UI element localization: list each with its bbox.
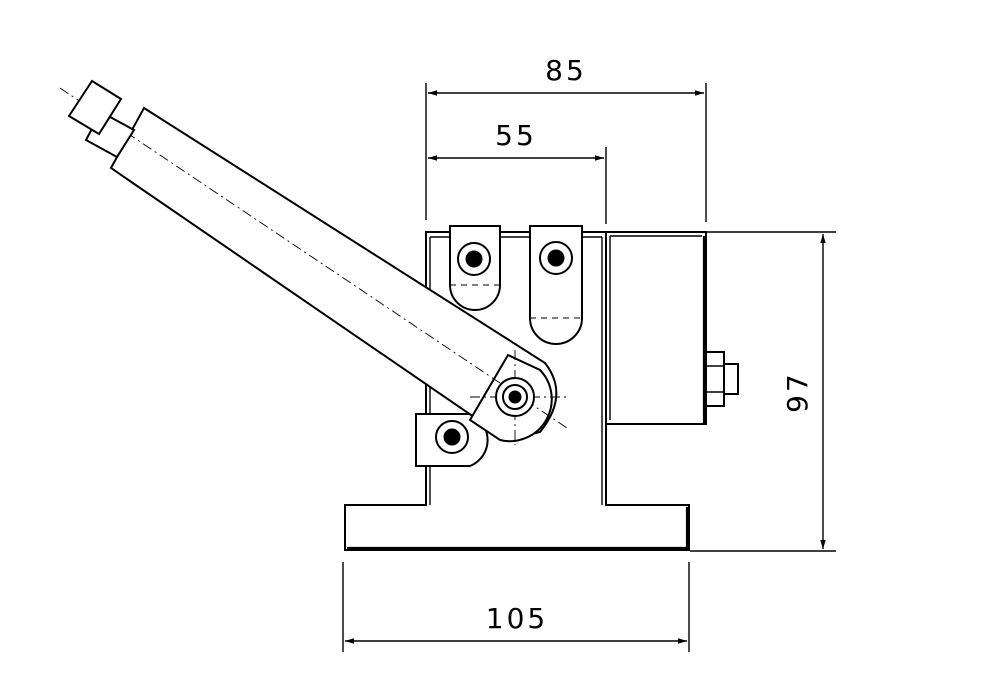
dimension-105: 105: [342, 562, 690, 652]
bolt-socket: [465, 250, 483, 268]
bolt-socket: [443, 428, 461, 446]
dimension-55-label: 55: [495, 119, 537, 152]
dimension-55: 55: [428, 119, 607, 224]
slotted-bracket-right: [529, 225, 583, 345]
dimension-97-label: 97: [781, 371, 814, 413]
dimension-85: 85: [425, 54, 707, 222]
lower-bracket: [415, 413, 489, 467]
lever-arm: [59, 79, 571, 443]
dimension-85-label: 85: [545, 54, 587, 87]
side-housing: [605, 231, 739, 425]
bolt-socket: [547, 249, 565, 267]
connector-fitting: [705, 351, 739, 407]
dimension-97: 97: [690, 231, 836, 552]
slotted-bracket-left: [449, 225, 501, 311]
lever-end-cap: [67, 79, 136, 159]
dimension-105-label: 105: [486, 602, 548, 635]
pivot-bolt: [470, 350, 566, 445]
